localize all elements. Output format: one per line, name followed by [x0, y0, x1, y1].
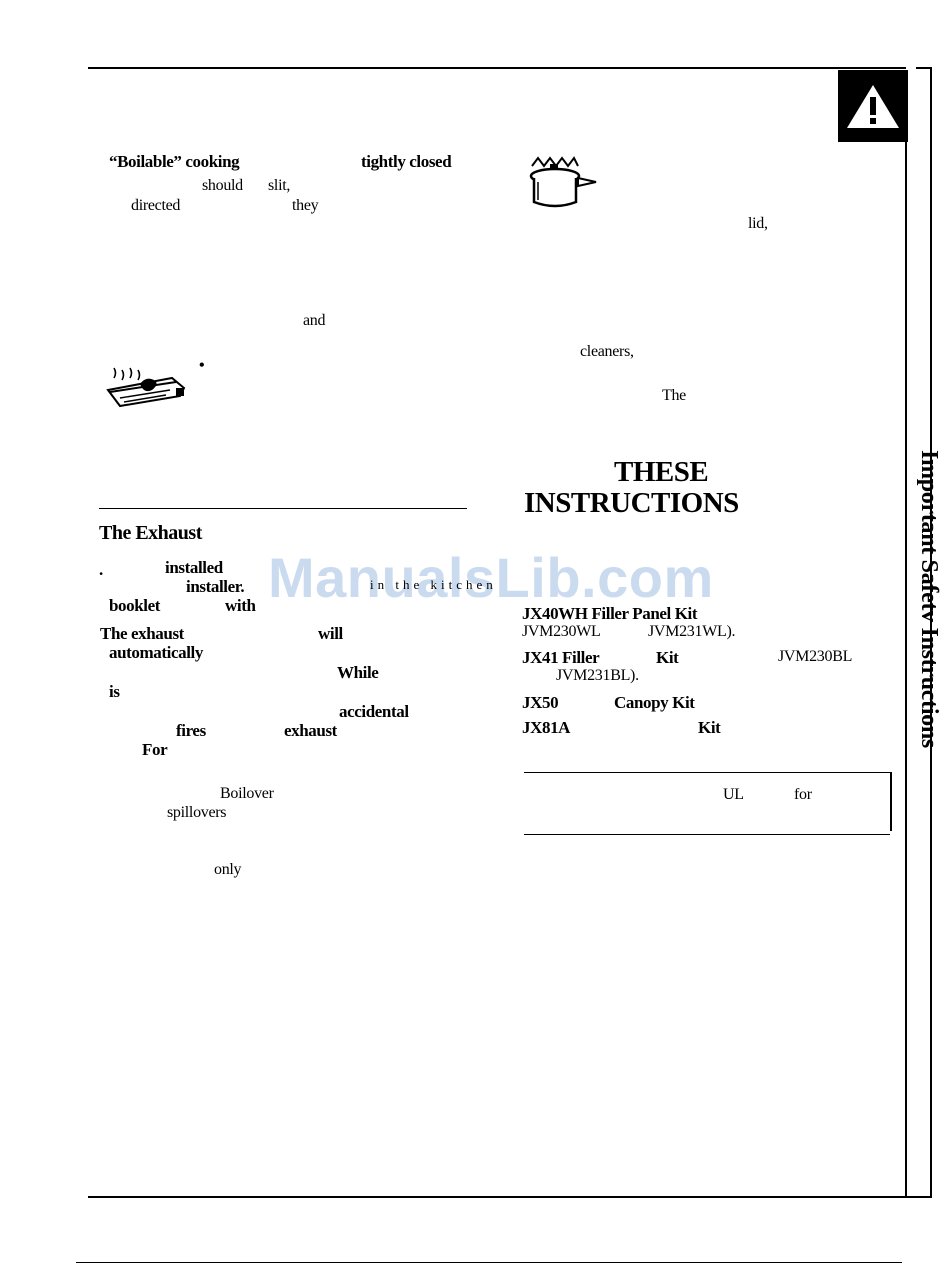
kit1-model-b: JVM231WL).: [648, 623, 736, 640]
is-text: is: [109, 682, 120, 701]
warning-triangle-icon: [847, 85, 899, 128]
pressure-cooker-illustration: [528, 156, 598, 210]
directed-text: directed: [131, 197, 181, 214]
cleaners-text: cleaners,: [580, 343, 634, 360]
boilable-cooking-text: “Boilable” cooking: [109, 152, 240, 171]
pressure-cooker-icon: [529, 156, 597, 208]
slit-text: slit,: [268, 177, 291, 194]
will-text: will: [318, 624, 343, 643]
right-edge-line: [930, 67, 932, 1197]
spillovers-text: spillovers: [167, 804, 227, 821]
in-the-kitchen-text: in the kitchen: [370, 577, 497, 592]
kit2-model-a: JVM230BL: [778, 648, 853, 665]
the-exhaust-text: The exhaust: [100, 624, 184, 643]
only-text: only: [214, 861, 242, 878]
kit3-name: JX50: [522, 693, 559, 712]
kit2-model-b: JVM231BL).: [556, 667, 639, 684]
boilover-text: Boilover: [220, 785, 274, 802]
note-bottom-rule: [524, 834, 890, 835]
exhaust-heading: The Exhaust: [99, 522, 202, 544]
kit2-kit: Kit: [656, 648, 679, 667]
boilable-pouch-illustration: [100, 362, 190, 412]
bottom-rule: [88, 1196, 932, 1198]
kit4-name: JX81A: [522, 718, 571, 737]
fires-text: fires: [176, 721, 206, 740]
left-section-rule: [99, 508, 467, 509]
the-text: The: [662, 387, 686, 404]
tightly-closed-text: tightly closed: [361, 152, 452, 171]
ul-text: UL: [723, 786, 744, 803]
kit1-name: JX40WH Filler Panel Kit: [522, 604, 698, 623]
accidental-text: accidental: [339, 702, 409, 721]
automatically-text: automatically: [109, 643, 203, 662]
kit1-model-a: JVM230WL: [522, 623, 601, 640]
kit2-name: JX41 Filler: [522, 648, 600, 667]
lid-text: lid,: [748, 215, 768, 232]
ul-note-box: [524, 772, 892, 831]
should-text: should: [202, 177, 243, 194]
kit4-kit: Kit: [698, 718, 721, 737]
and-text: and: [303, 312, 326, 329]
for-note-text: for: [794, 786, 812, 803]
they-text: they: [292, 197, 319, 214]
save-heading-line1: THESE: [614, 456, 709, 488]
bullet-dot-2: .: [99, 560, 103, 579]
save-heading-line2: INSTRUCTIONS: [524, 487, 739, 519]
steaming-pouch-icon: [106, 367, 186, 408]
booklet-text: booklet: [109, 596, 161, 615]
bullet-dot: •: [199, 357, 205, 374]
watermark: ManualsLib.com: [268, 546, 714, 609]
right-border-line: [905, 142, 907, 1197]
installed-text: installed: [165, 558, 223, 577]
top-rule-end: [916, 67, 932, 69]
warning-badge: [838, 70, 908, 142]
side-tab-text: Important Safetv Instructions: [916, 450, 942, 748]
footer-rule: [76, 1262, 902, 1263]
exhaust-text: exhaust: [284, 721, 337, 740]
with-text: with: [225, 596, 256, 615]
top-rule: [88, 67, 906, 69]
while-text: While: [337, 663, 379, 682]
for-text: For: [142, 740, 168, 759]
installer-text: installer.: [186, 577, 245, 596]
side-tab-title: Important Safetv Instructions: [908, 450, 944, 790]
kit3-canopy: Canopy Kit: [614, 693, 695, 712]
